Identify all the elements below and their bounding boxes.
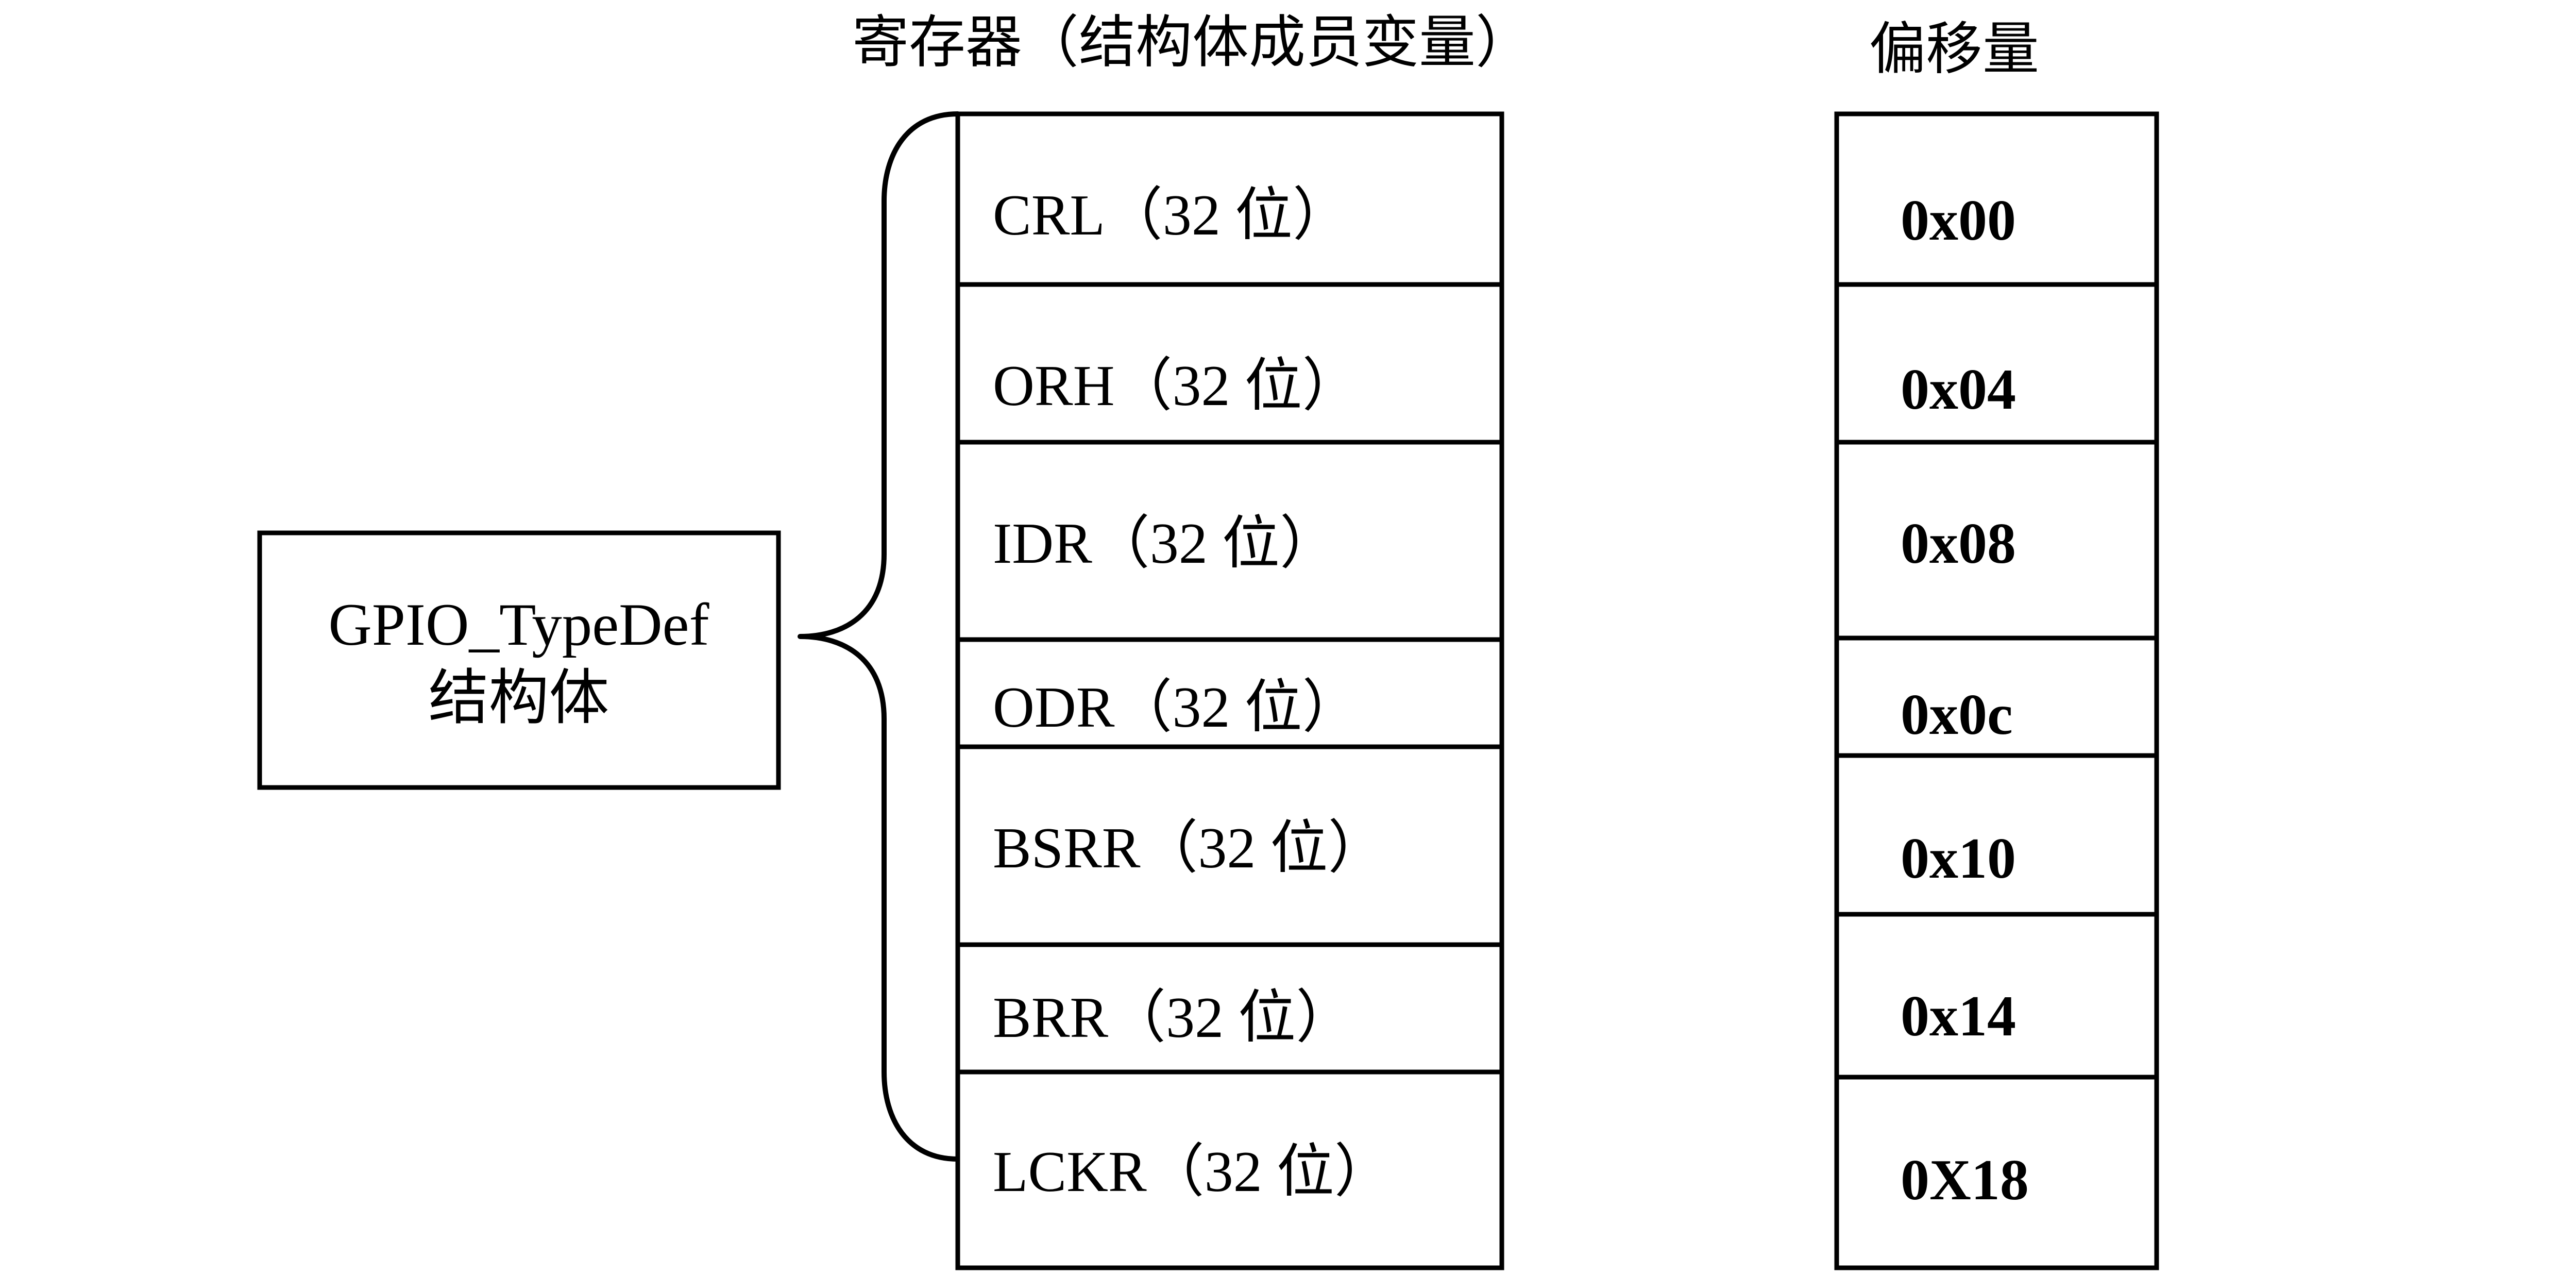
register-cell	[955, 637, 1504, 749]
offset-column: 0x00 0x04 0x08 0x0c 0x10 0x14 0X18	[1834, 111, 2159, 1270]
struct-box-frame	[257, 530, 781, 790]
register-label: CRL（32 位）	[993, 183, 1350, 247]
register-label: ORH（32 位）	[993, 354, 1360, 418]
struct-name: GPIO_TypeDef	[328, 592, 709, 658]
registers-header: 寄存器（结构体成员变量）	[852, 11, 1532, 74]
register-row-lckr: LCKR（32 位）	[955, 1069, 1504, 1270]
register-cell	[955, 111, 1504, 287]
offset-label: 0x14	[1901, 984, 2016, 1048]
offset-cell	[1834, 111, 2159, 287]
struct-box: GPIO_TypeDef 结构体	[257, 530, 781, 790]
register-label: ODR（32 位）	[993, 676, 1360, 740]
offset-cell	[1834, 1075, 2159, 1270]
offset-label: 0X18	[1901, 1148, 2029, 1212]
offset-cell	[1834, 753, 2159, 917]
offset-row: 0x10	[1834, 753, 2159, 917]
register-row-bsrr: BSRR（32 位）	[955, 744, 1504, 947]
struct-kind: 结构体	[428, 665, 609, 732]
register-label: BSRR（32 位）	[993, 816, 1385, 880]
offset-label: 0x00	[1901, 189, 2016, 253]
offset-cell	[1834, 635, 2159, 758]
offset-label: 0x10	[1901, 827, 2016, 891]
offset-row: 0x08	[1834, 440, 2159, 641]
register-cell	[955, 1069, 1504, 1270]
register-row-odr: ODR（32 位）	[955, 637, 1504, 749]
offset-row: 0x00	[1834, 111, 2159, 287]
offset-cell	[1834, 440, 2159, 641]
register-cell	[955, 282, 1504, 445]
register-row-orh: ORH（32 位）	[955, 282, 1504, 445]
register-row-crl: CRL（32 位）	[955, 111, 1504, 287]
register-cell	[955, 440, 1504, 642]
register-row-idr: IDR（32 位）	[955, 440, 1504, 642]
register-label: LCKR（32 位）	[993, 1140, 1392, 1204]
register-cell	[955, 942, 1504, 1075]
offset-row: 0x04	[1834, 282, 2159, 445]
offset-label: 0x08	[1901, 512, 2016, 576]
curly-brace	[798, 111, 960, 1162]
offset-row: 0x0c	[1834, 635, 2159, 758]
offsets-header: 偏移量	[1869, 18, 2039, 81]
offset-label: 0x04	[1901, 358, 2016, 422]
offset-label: 0x0c	[1901, 683, 2013, 747]
register-label: IDR（32 位）	[993, 512, 1337, 576]
register-row-brr: BRR（32 位）	[955, 942, 1504, 1075]
register-column: CRL（32 位） ORH（32 位） IDR（32 位） ODR（32 位） …	[955, 111, 1504, 1270]
offset-row: 0x14	[1834, 912, 2159, 1080]
offset-row: 0X18	[1834, 1075, 2159, 1270]
register-label: BRR（32 位）	[993, 986, 1353, 1050]
